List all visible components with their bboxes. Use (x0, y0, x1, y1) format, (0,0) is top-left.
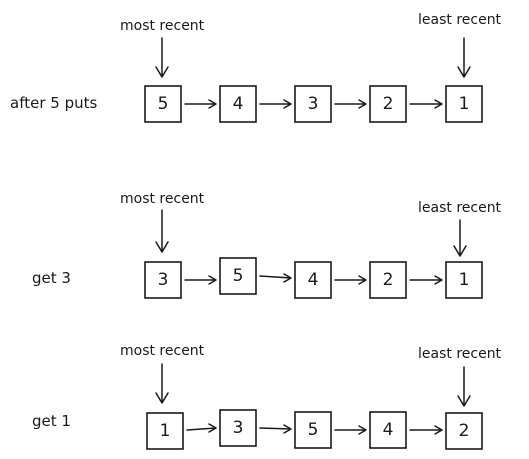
row-get-3: most recent least recent get 3 3 5 4 2 1 (32, 191, 502, 299)
least-recent-label: least recent (418, 12, 502, 28)
link-arrow (334, 425, 367, 435)
link-arrow (259, 99, 292, 109)
cache-node (294, 411, 332, 449)
node-value: 5 (233, 266, 244, 286)
row-get-1: most recent least recent get 1 1 3 5 4 2 (32, 343, 502, 450)
node-value: 2 (459, 421, 470, 441)
least-recent-label: least recent (418, 346, 502, 362)
least-recent-pointer-arrow (457, 366, 471, 407)
node-value: 5 (308, 420, 319, 440)
least-recent-pointer-arrow (453, 219, 467, 257)
node-value: 3 (158, 270, 169, 290)
link-arrow (409, 275, 443, 285)
least-recent-label: least recent (418, 200, 502, 216)
link-arrow (334, 275, 367, 285)
row-label: get 3 (32, 269, 71, 287)
node-value: 4 (383, 420, 394, 440)
node-value: 3 (233, 418, 244, 438)
cache-node (144, 261, 182, 299)
most-recent-label: most recent (120, 343, 205, 359)
node-value: 1 (459, 94, 470, 114)
most-recent-pointer-arrow (155, 363, 169, 404)
node-value: 3 (308, 94, 319, 114)
cache-node (294, 261, 332, 299)
link-arrow (409, 425, 443, 435)
link-arrow (184, 275, 217, 285)
cache-node (369, 411, 407, 449)
cache-node (219, 257, 257, 295)
cache-node (369, 85, 407, 123)
link-arrow (334, 99, 367, 109)
link-arrow (259, 273, 292, 283)
link-arrow (186, 423, 217, 433)
node-value: 4 (233, 94, 244, 114)
most-recent-pointer-arrow (155, 37, 169, 78)
link-arrow (259, 424, 292, 434)
cache-node (146, 412, 184, 450)
most-recent-pointer-arrow (155, 209, 169, 253)
cache-node (369, 261, 407, 299)
most-recent-label: most recent (120, 191, 205, 207)
row-label: after 5 puts (10, 94, 97, 112)
node-value: 1 (459, 270, 470, 290)
cache-node (445, 261, 483, 299)
cache-node (144, 85, 182, 123)
cache-node (219, 85, 257, 123)
cache-node (445, 412, 483, 450)
cache-node (294, 85, 332, 123)
row-after-5-puts: most recent least recent after 5 puts 5 … (10, 12, 502, 123)
most-recent-label: most recent (120, 18, 205, 34)
least-recent-pointer-arrow (457, 37, 471, 78)
cache-node (445, 85, 483, 123)
node-value: 2 (383, 270, 394, 290)
row-label: get 1 (32, 412, 71, 430)
link-arrow (184, 99, 217, 109)
node-value: 1 (160, 421, 171, 441)
cache-node (219, 409, 257, 447)
node-value: 2 (383, 94, 394, 114)
node-value: 4 (308, 270, 319, 290)
node-value: 5 (158, 94, 169, 114)
link-arrow (409, 99, 443, 109)
